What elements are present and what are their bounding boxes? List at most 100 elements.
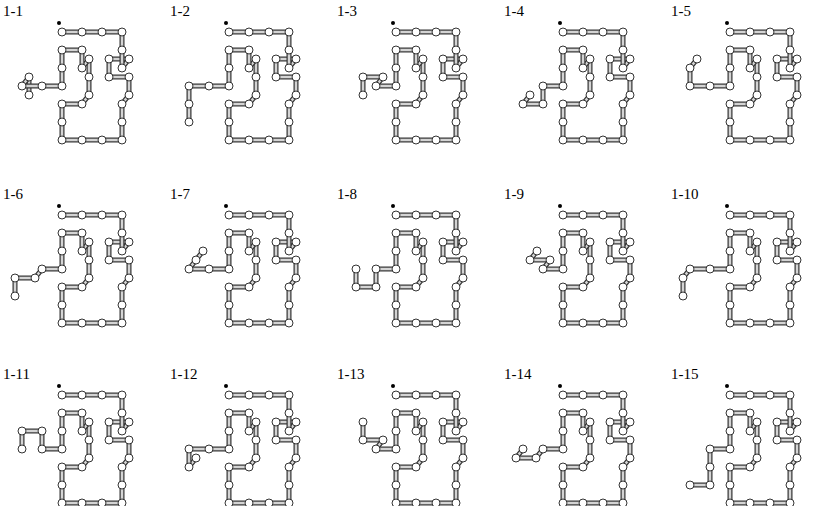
bead (599, 319, 607, 327)
bead (606, 418, 614, 426)
bead (78, 247, 86, 255)
bead (272, 436, 280, 444)
bead (559, 28, 567, 36)
bead (626, 238, 634, 246)
bead (439, 73, 447, 81)
bead (125, 436, 133, 444)
panel-label: 1-12 (170, 366, 198, 383)
chain-figure (526, 204, 634, 327)
bead (58, 118, 66, 126)
bead (292, 274, 300, 282)
bead (392, 265, 400, 273)
bead (292, 418, 300, 426)
bead (619, 118, 627, 126)
bead (706, 265, 714, 273)
chain-figure (18, 21, 133, 144)
bead (78, 46, 86, 54)
bead (192, 454, 200, 462)
bead (225, 481, 233, 489)
bead (539, 100, 547, 108)
bead (679, 274, 687, 282)
bead (392, 247, 400, 255)
bead (559, 481, 567, 489)
bead (559, 319, 567, 327)
bead (559, 100, 567, 108)
bead (285, 229, 293, 237)
start-dot (57, 204, 61, 208)
bead (459, 436, 467, 444)
bead (285, 427, 293, 435)
bead (679, 292, 687, 300)
bead (58, 64, 66, 72)
bead (118, 301, 126, 309)
bead (619, 409, 627, 417)
bead (118, 46, 126, 54)
bead (746, 136, 754, 144)
bead (392, 46, 400, 54)
bead (38, 265, 46, 273)
bead (58, 136, 66, 144)
bead (125, 73, 133, 81)
bead (619, 427, 627, 435)
bead (786, 46, 794, 54)
bead (245, 391, 253, 399)
bead (519, 445, 527, 453)
bead (245, 427, 253, 435)
chain-figure (185, 21, 300, 144)
bead (753, 274, 761, 282)
bead (626, 436, 634, 444)
bead (599, 136, 607, 144)
bead (225, 445, 233, 453)
bead (626, 91, 634, 99)
bead (773, 238, 781, 246)
bead (626, 55, 634, 63)
bead (18, 82, 26, 90)
bead (559, 283, 567, 291)
bead (419, 238, 427, 246)
bead (412, 229, 420, 237)
chain-figure (679, 204, 801, 327)
bead (78, 391, 86, 399)
bead (459, 91, 467, 99)
bead (38, 427, 46, 435)
panel-label: 1-8 (337, 186, 357, 203)
bead (619, 247, 627, 255)
panel-label: 1-2 (170, 3, 190, 20)
bead (452, 481, 460, 489)
bead (78, 463, 86, 471)
bead (392, 319, 400, 327)
bead (586, 436, 594, 444)
bead (265, 136, 273, 144)
bead (432, 136, 440, 144)
bead (118, 247, 126, 255)
bead (753, 418, 761, 426)
bead (412, 211, 420, 219)
bead (786, 28, 794, 36)
bead (272, 55, 280, 63)
bead (579, 427, 587, 435)
chain-figure (185, 384, 300, 506)
bead (292, 238, 300, 246)
bead (372, 445, 380, 453)
bead (539, 82, 547, 90)
bead (753, 436, 761, 444)
bead (726, 64, 734, 72)
bead (105, 418, 113, 426)
bead (85, 436, 93, 444)
panel-label: 1-4 (504, 3, 524, 20)
bead (726, 28, 734, 36)
bead (412, 409, 420, 417)
bead (58, 247, 66, 255)
bead (392, 82, 400, 90)
bead (252, 436, 260, 444)
bead (746, 283, 754, 291)
bead (606, 55, 614, 63)
start-dot (224, 384, 228, 388)
bead (746, 46, 754, 54)
bead (105, 238, 113, 246)
bead (599, 499, 607, 506)
bead (419, 91, 427, 99)
bead (58, 481, 66, 489)
bead (559, 463, 567, 471)
bead (726, 409, 734, 417)
